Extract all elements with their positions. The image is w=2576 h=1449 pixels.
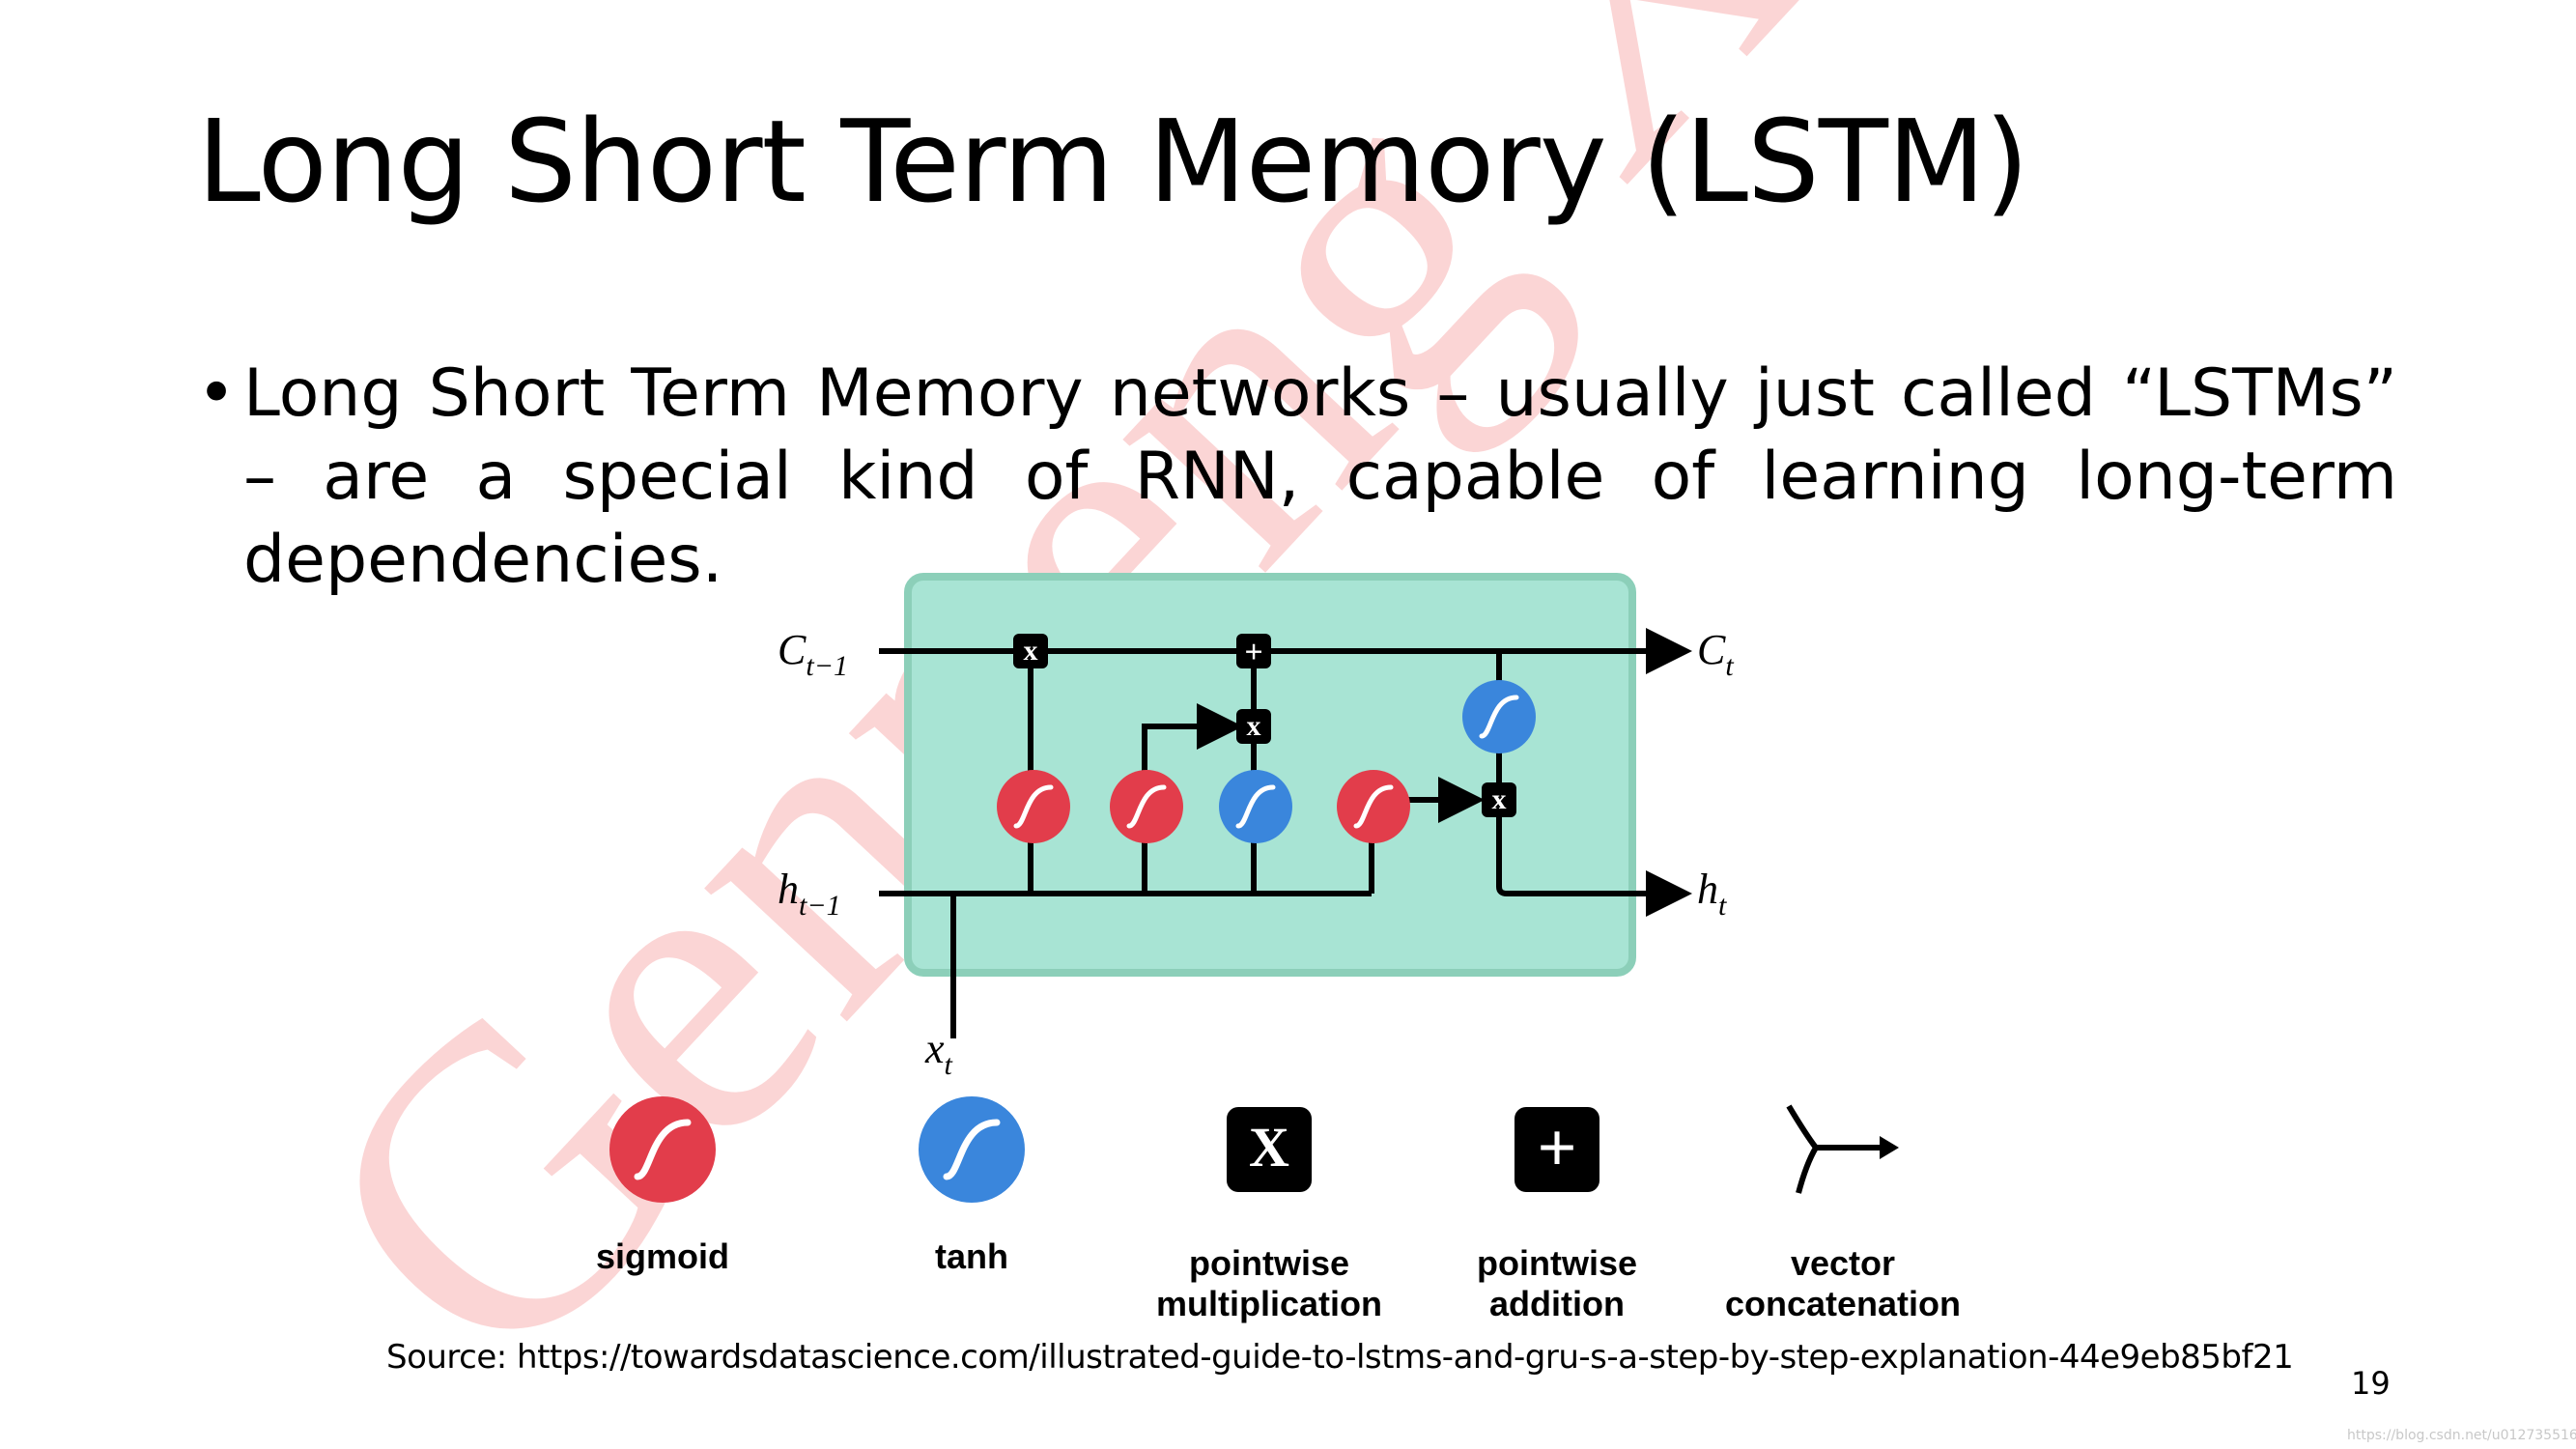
multiply-symbol: X — [1249, 1116, 1289, 1179]
op-symbol: x — [1024, 635, 1038, 667]
output-sigmoid-icon — [1337, 770, 1410, 843]
label-cell-out: Ct — [1697, 626, 1734, 682]
legend-label: sigmoid — [596, 1236, 729, 1276]
legend-add: + pointwise addition — [1477, 1107, 1637, 1323]
hidden-output-line — [1496, 869, 1692, 917]
legend-label: multiplication — [1156, 1284, 1382, 1323]
concatenation-icon — [1786, 1104, 1899, 1194]
legend-sigmoid: sigmoid — [596, 1096, 729, 1276]
tanh-icon — [919, 1096, 1025, 1203]
op-symbol: + — [1244, 635, 1262, 670]
legend-label: addition — [1489, 1284, 1625, 1323]
legend-tanh: tanh — [919, 1096, 1025, 1276]
input-gate-line — [1142, 703, 1243, 894]
legend-multiply: X pointwise multiplication — [1156, 1107, 1382, 1323]
legend-concatenation: vector concatenation — [1725, 1104, 1961, 1323]
op-symbol: x — [1247, 710, 1261, 742]
label-hidden-out: ht — [1697, 866, 1727, 922]
input-multiply-op: x — [1236, 709, 1271, 744]
label-cell-prev: Ct−1 — [778, 626, 848, 682]
sigmoid-icon — [609, 1096, 716, 1203]
source-citation: Source: https://towardsdatascience.com/i… — [386, 1338, 2294, 1377]
forget-sigmoid-icon — [997, 770, 1070, 843]
label-x-input: xt — [924, 1025, 953, 1081]
legend-label: pointwise — [1189, 1243, 1349, 1283]
add-icon: + — [1514, 1107, 1599, 1192]
input-sigmoid-icon — [1110, 770, 1183, 843]
bullet-marker: • — [197, 355, 237, 432]
add-symbol: + — [1537, 1109, 1576, 1186]
legend-label: pointwise — [1477, 1243, 1637, 1283]
output-multiply-op: x — [1482, 782, 1516, 817]
multiply-icon: X — [1227, 1107, 1312, 1192]
op-symbol: x — [1492, 783, 1507, 815]
label-hidden-prev: ht−1 — [778, 866, 841, 922]
legend-label: vector — [1791, 1243, 1895, 1283]
page-number: 19 — [2351, 1365, 2391, 1402]
candidate-tanh-icon — [1219, 770, 1292, 843]
slide-title: Long Short Term Memory (LSTM) — [197, 95, 2029, 228]
legend-label: tanh — [935, 1236, 1008, 1276]
bullet-text: Long Short Term Memory networks – usuall… — [243, 355, 2397, 598]
forget-multiply-op: x — [1013, 634, 1048, 668]
footer-url: https://blog.csdn.net/u012735516 — [2347, 1428, 2576, 1443]
legend-label: concatenation — [1725, 1284, 1961, 1323]
cell-add-op: + — [1236, 634, 1271, 670]
cell-tanh-icon — [1462, 680, 1536, 753]
